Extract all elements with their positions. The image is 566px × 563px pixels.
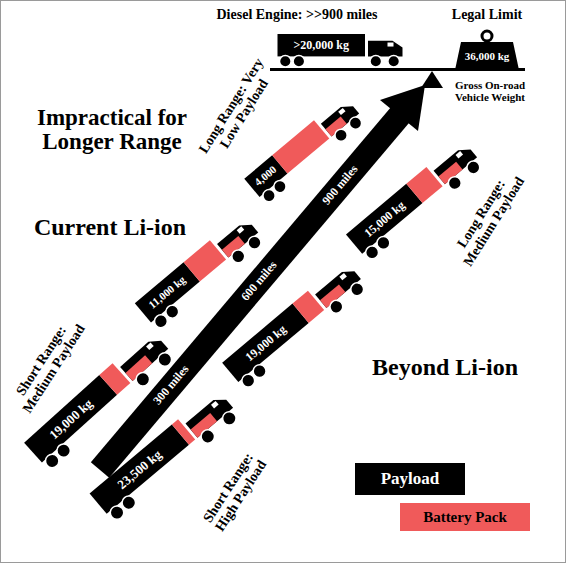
wheel [198,427,217,446]
region-label: Beyond Li-ion [345,355,545,380]
cab-window [338,108,345,115]
wheel [119,493,138,512]
wheel [271,178,288,195]
node-shape [222,260,368,390]
region-label: Impractical for Longer Range [12,106,212,154]
wheel [464,158,482,176]
wheel [332,127,349,144]
wheel [54,441,73,460]
truck: 19,000 kg [222,260,368,390]
weight-icon: 36,000 kg [455,30,519,70]
wheel [370,55,382,67]
cab-window [146,343,154,351]
heading-note: Diesel Engine: >>900 miles [182,8,412,23]
weight-value: 36,000 kg [465,51,510,62]
wheel [446,174,464,192]
truck: >20,000 kg [278,34,403,66]
scenario-label: Short Range: High Payload [194,440,276,544]
wheel [246,234,264,252]
range-arrow-shaft [100,115,400,470]
wheel [388,55,400,67]
legend-swatch: Battery Pack [400,503,530,531]
region-label: Current Li-ion [10,215,210,240]
scenario-label: Long Range: Very Low Payload [194,51,283,168]
wheel [133,370,152,389]
wheel [229,247,247,265]
wheel [374,234,392,252]
weight-caption: Gross On-road Vehicle Weight [444,80,536,103]
trailer-payload [222,304,309,382]
wheel [251,362,269,380]
cab-window [388,43,394,47]
payload-value: 11,000 kg [147,274,188,311]
wheel [163,303,181,321]
cab-window [339,273,347,280]
wheel [280,55,292,67]
payload-value: 19,000 kg [47,396,95,441]
cab-window [237,226,245,233]
legend-text: Payload [381,469,440,489]
cab-window [211,401,219,409]
trailer-payload [135,262,200,322]
trailer-payload [278,34,366,56]
weight-ring [482,31,492,41]
range-mark: 900 miles [309,150,370,219]
wheel [293,55,305,67]
wheel [347,115,364,132]
wheel [155,350,174,369]
tractor-cab [368,41,403,57]
trailer-payload [346,184,423,254]
legend-swatch: Payload [355,463,465,495]
payload-value: 15,000 kg [362,199,407,239]
payload-value: >20,000 kg [293,39,349,51]
wheel [327,298,345,316]
node-text-box: 36,000 kg [455,42,519,70]
node-text-box: >20,000 kg [278,34,366,56]
limit-label: Legal Limit [437,8,537,23]
wheel [348,280,366,298]
cab-window [456,151,464,158]
weight-body [455,42,519,70]
wheel [220,409,239,428]
payload-value: 19,000 kg [243,323,288,363]
balance-pivot [421,71,443,88]
range-arrow-head [380,85,425,131]
trailer-payload [90,424,189,513]
legend-text: Battery Pack [423,509,507,526]
trailer-battery [272,120,329,173]
